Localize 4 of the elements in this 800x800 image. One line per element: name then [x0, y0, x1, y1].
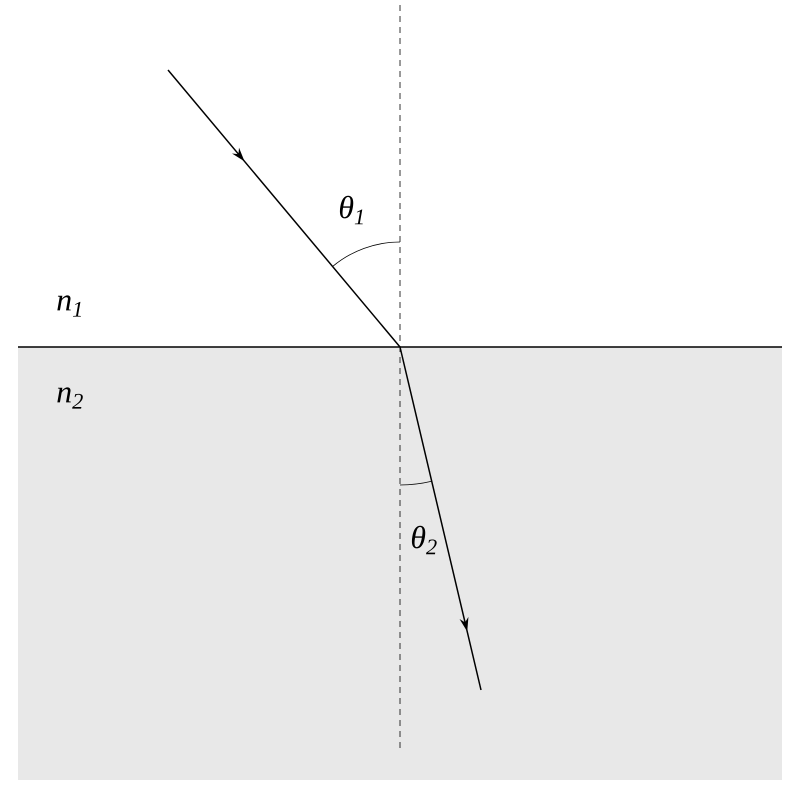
symbol-label: n$_{2}$: [57, 387, 83, 409]
symbol-label: θ$_{2}$: [412, 526, 437, 554]
symbol-label: θ$_{1}$: [340, 196, 363, 224]
symbol-label: n$_{1}$: [57, 295, 81, 317]
